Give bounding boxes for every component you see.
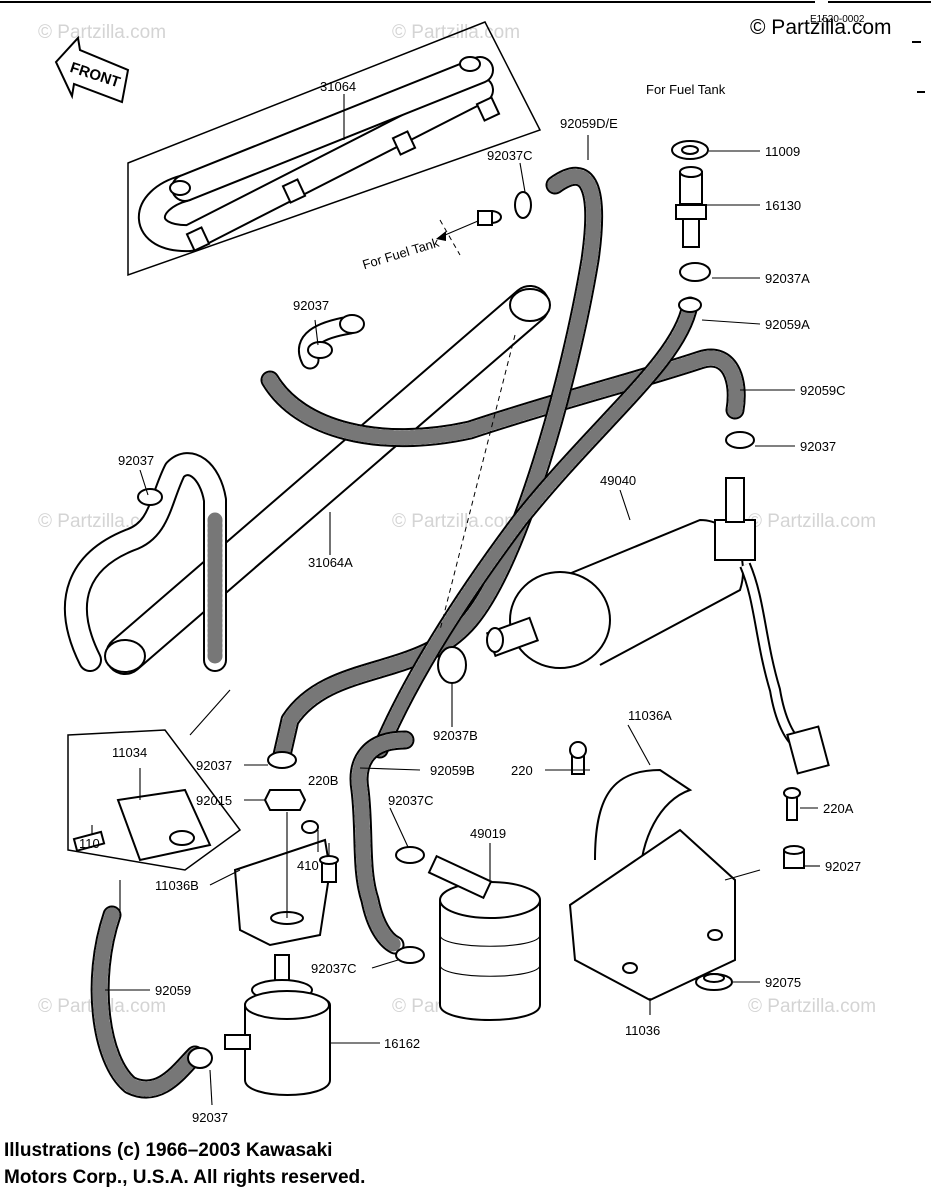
- part-label: 92037C: [311, 961, 357, 976]
- bracket-11036: [568, 828, 736, 1002]
- hose-92059B: [349, 730, 415, 955]
- watermark: © Partzilla.com: [748, 996, 876, 1017]
- part-label: 92059B: [430, 763, 475, 778]
- screw-220A: [783, 787, 801, 821]
- part-label: 11036A: [628, 708, 672, 723]
- clamp-92037-bottom: [187, 1047, 213, 1069]
- copyright-text: © Partzilla.com: [750, 16, 892, 39]
- note-for-fuel-tank-mid: For Fuel Tank: [361, 235, 442, 273]
- part-label: 11009: [765, 144, 800, 159]
- bolt-220B: [319, 855, 339, 883]
- note-for-fuel-tank-top: For Fuel Tank: [646, 82, 726, 97]
- leader-lines: [91, 135, 820, 1106]
- hose-92059C: [260, 348, 746, 448]
- grommet-92027: [783, 845, 805, 869]
- part-label: 16162: [384, 1036, 420, 1051]
- part-label: 92037A: [765, 271, 810, 286]
- part-label: 92027: [825, 859, 861, 874]
- part-label: 220: [511, 763, 533, 778]
- grommet-92075: [695, 973, 733, 991]
- washer-410: [301, 820, 319, 834]
- part-label: 49040: [600, 473, 636, 488]
- part-label: 92037: [118, 453, 154, 468]
- part-label: 31064: [320, 79, 356, 94]
- part-label: 410: [297, 858, 319, 873]
- watermark: © Partzilla.com: [392, 22, 520, 43]
- part-label: 92015: [196, 793, 232, 808]
- watermark: © Partzilla.com: [38, 22, 166, 43]
- valve-16130: [675, 166, 707, 248]
- fuel-filter-49019: [427, 854, 541, 1021]
- screw-220: [569, 741, 587, 775]
- clamp-92037C-low: [395, 946, 425, 964]
- fuel-rail-31064A: [104, 285, 551, 675]
- clamp-92037-mid: [267, 751, 297, 769]
- clamp-92037B: [437, 646, 467, 684]
- hose-92059A: [371, 296, 702, 759]
- part-label: 92037: [800, 439, 836, 454]
- part-label: 92037: [293, 298, 329, 313]
- inset-panel: [127, 21, 542, 277]
- bracket-11036B: [233, 812, 332, 947]
- washer-11009: [671, 140, 709, 160]
- part-label: 11036B: [155, 878, 199, 893]
- part-label: 16130: [765, 198, 801, 213]
- watermark: © Partzilla.com: [748, 511, 876, 532]
- footer-copyright: Illustrations (c) 1966–2003 Kawasaki Mot…: [4, 1137, 365, 1191]
- clamp-92037C-mid: [395, 846, 425, 864]
- part-label: 49019: [470, 826, 506, 841]
- clamp-92037-top: [307, 341, 333, 359]
- nut-92015: [263, 789, 307, 811]
- hose-92059: [90, 905, 205, 1099]
- part-label: 92075: [765, 975, 801, 990]
- part-label: 220B: [308, 773, 338, 788]
- part-label: 92037C: [487, 148, 533, 163]
- part-label: 92037: [192, 1110, 228, 1125]
- part-label: 92037C: [388, 793, 434, 808]
- part-label: 92059C: [800, 383, 846, 398]
- part-label: 92059D/E: [560, 116, 618, 131]
- clamp-92037C-top: [514, 191, 532, 219]
- fuel-pump-49040: [485, 477, 830, 775]
- strap-11036A: [594, 768, 693, 881]
- clamp-92037A: [679, 262, 711, 282]
- watermark: © Partzilla.com: [392, 511, 520, 532]
- part-label: 92037B: [433, 728, 478, 743]
- reference-code: E1520-0002: [810, 14, 865, 25]
- part-labels: 31064 31064A 92059D/E 92037C 11009 16130…: [79, 79, 861, 1125]
- bracket-11034: [67, 729, 242, 871]
- front-arrow-icon: FRONT: [54, 35, 130, 104]
- footer-line-2: Motors Corp., U.S.A. All rights reserved…: [4, 1167, 366, 1188]
- pressure-regulator-16162: [224, 954, 331, 1096]
- part-label: 220A: [823, 801, 854, 816]
- dashed-leader: [439, 334, 516, 631]
- part-label: 92059: [155, 983, 191, 998]
- fuel-tank-fitting: [436, 210, 502, 241]
- clamp-92037-right: [725, 431, 755, 449]
- part-label: 92059A: [765, 317, 810, 332]
- part-label: 11034: [112, 745, 147, 760]
- part-label: 11036: [625, 1023, 660, 1038]
- crossover-hose-left: [63, 452, 227, 672]
- dashed-leader: [439, 219, 461, 256]
- part-label: 110: [79, 836, 100, 851]
- part-label: 92037: [196, 758, 232, 773]
- part-label: 31064A: [308, 555, 353, 570]
- footer-line-1: Illustrations (c) 1966–2003 Kawasaki: [4, 1140, 333, 1161]
